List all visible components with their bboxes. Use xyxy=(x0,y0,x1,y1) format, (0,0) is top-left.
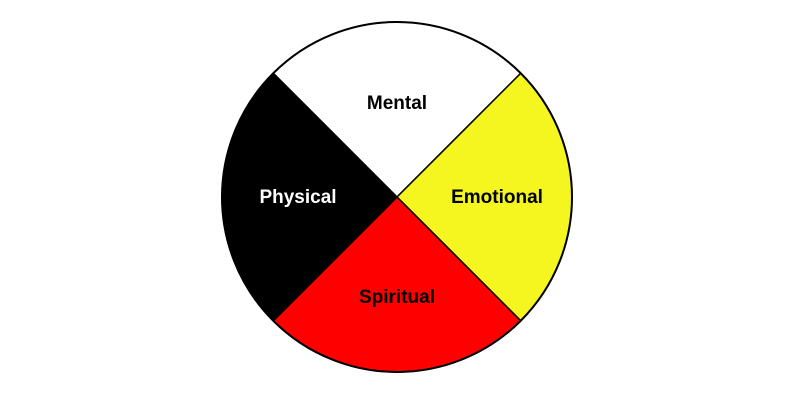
label-emotional: Emotional xyxy=(451,187,543,208)
label-physical: Physical xyxy=(259,187,336,208)
wheel-labels: Mental Emotional Spiritual Physical xyxy=(259,93,542,308)
label-mental: Mental xyxy=(367,93,427,114)
label-spiritual: Spiritual xyxy=(359,287,435,308)
wheel-outline xyxy=(221,21,573,373)
